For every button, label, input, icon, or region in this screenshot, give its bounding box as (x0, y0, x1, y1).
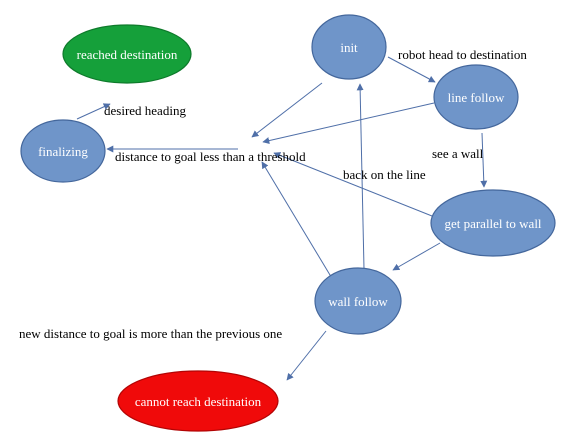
edge-finalizing-to-reached (76, 103, 111, 120)
edge-wall-follow-to-init (356, 83, 365, 270)
label-back-on-the-line: back on the line (343, 167, 426, 182)
edge-line-follow-to-get-parallel (480, 132, 488, 188)
label-robot-head-to-destination: robot head to destination (398, 47, 527, 62)
edges (76, 56, 488, 381)
label-see-a-wall: see a wall (432, 146, 484, 161)
node-finalizing-label: finalizing (38, 144, 88, 159)
edge-wall-follow-to-threshold (261, 161, 334, 281)
edge-line-follow-to-threshold (262, 102, 435, 145)
label-new-distance: new distance to goal is more than the pr… (19, 326, 282, 341)
node-line-follow: line follow (433, 64, 519, 130)
edge-get-parallel-to-wall-follow (392, 242, 441, 271)
edge-wall-follow-to-cannot-reach (286, 330, 327, 381)
edge-get-parallel-to-threshold (273, 152, 433, 217)
node-get-parallel-to-wall: get parallel to wall (430, 189, 556, 257)
node-reached-destination: reached destination (62, 24, 192, 84)
node-reached-label: reached destination (77, 47, 178, 62)
node-get-parallel-label: get parallel to wall (444, 216, 541, 231)
node-init: init (311, 14, 387, 80)
node-cannot-label: cannot reach destination (135, 394, 262, 409)
node-wall-follow-label: wall follow (328, 294, 388, 309)
node-line-follow-label: line follow (448, 90, 505, 105)
node-finalizing: finalizing (20, 119, 106, 183)
edge-init-to-line-follow (387, 56, 436, 83)
label-distance-threshold: distance to goal less than a threshold (115, 149, 306, 164)
label-desired-heading: desired heading (104, 103, 186, 118)
edge-init-to-threshold (251, 82, 323, 138)
node-wall-follow: wall follow (314, 267, 402, 335)
node-cannot-reach-destination: cannot reach destination (117, 370, 279, 432)
node-init-label: init (340, 40, 358, 55)
